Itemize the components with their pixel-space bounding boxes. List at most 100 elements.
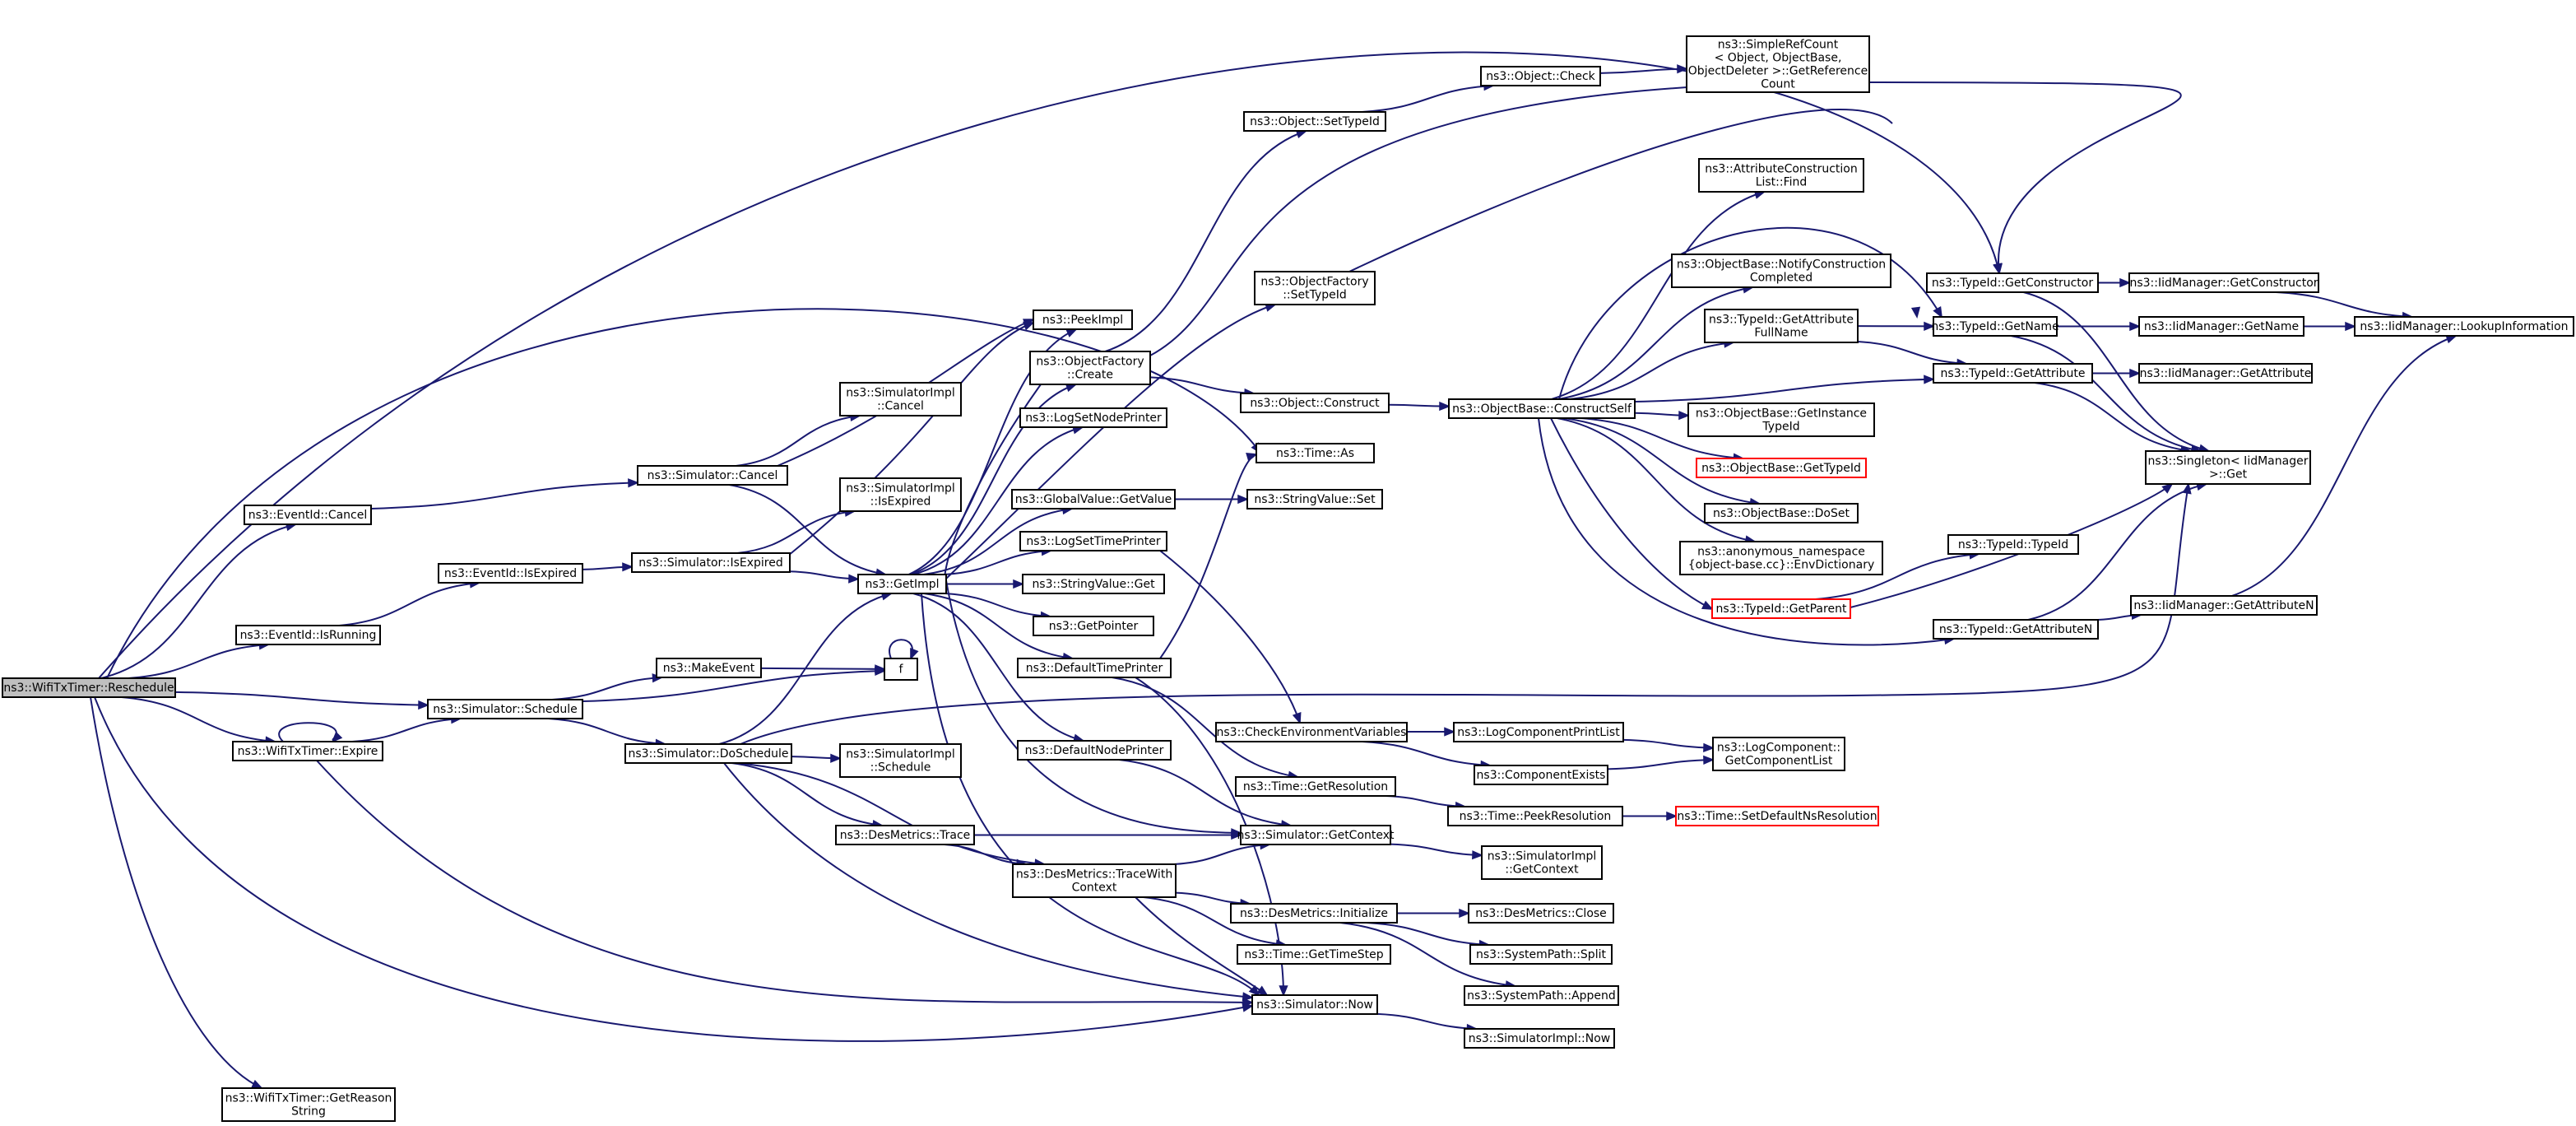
edge-reschedule-to-sim_schedule [174, 691, 429, 710]
node-sim_now[interactable]: ns3::Simulator::Now [1251, 994, 1378, 1015]
node-desmetrics_initialize[interactable]: ns3::DesMetrics::Initialize [1230, 903, 1398, 924]
node-iidmanager_getname[interactable]: ns3::IidManager::GetName [2138, 316, 2304, 337]
node-simimpl_getcontext[interactable]: ns3::SimulatorImpl::GetContext [1481, 845, 1603, 880]
node-objbase_constructself[interactable]: ns3::ObjectBase::ConstructSelf [1448, 398, 1636, 419]
node-label: ns3::LogComponent:: [1717, 741, 1840, 754]
node-makeevent[interactable]: ns3::MakeEvent [656, 658, 762, 678]
node-logsetnodeprinter[interactable]: ns3::LogSetNodePrinter [1019, 407, 1167, 428]
node-box [1926, 272, 2099, 293]
node-simimpl_now[interactable]: ns3::SimulatorImpl::Now [1464, 1028, 1615, 1049]
node-eventid_isexpired[interactable]: ns3::EventId::IsExpired [438, 563, 583, 584]
edge-line [789, 570, 859, 580]
node-sim_doschedule[interactable]: ns3::Simulator::DoSchedule [624, 743, 792, 764]
node-desmetrics_trace[interactable]: ns3::DesMetrics::Trace [835, 825, 975, 845]
edge-arrowhead [1256, 985, 1269, 997]
node-typeid_getconstructor[interactable]: ns3::TypeId::GetConstructor [1926, 272, 2099, 293]
node-box [1033, 309, 1133, 330]
edge-arrowhead [1933, 306, 1942, 319]
node-object_settypeid[interactable]: ns3::Object::SetTypeId [1243, 111, 1386, 132]
edge-arrowhead [830, 753, 842, 763]
node-simplerefcount_getrefcount[interactable]: ns3::SimpleRefCount< Object, ObjectBase,… [1686, 35, 1870, 93]
edge-desmetrics_trace-to-sim_getcontext [974, 830, 1242, 840]
node-typeid_getattribute[interactable]: ns3::TypeId::GetAttribute [1933, 363, 2093, 384]
node-systempath_append[interactable]: ns3::SystemPath::Append [1464, 985, 1619, 1006]
node-logcomponentprintlist[interactable]: ns3::LogComponentPrintList [1453, 722, 1624, 742]
node-objbase_notifyconstructioncompleted[interactable]: ns3::ObjectBase::NotifyConstructionCompl… [1671, 254, 1891, 288]
node-time_peekresolution[interactable]: ns3::Time::PeekResolution [1447, 806, 1623, 826]
node-stringvalue_set[interactable]: ns3::StringValue::Set [1246, 489, 1383, 509]
node-box [1254, 271, 1376, 305]
node-label: ns3::ObjectBase::GetTypeId [1701, 462, 1861, 475]
node-label: ns3::GetImpl [865, 578, 939, 591]
node-sim_schedule[interactable]: ns3::Simulator::Schedule [427, 699, 583, 719]
node-defaultnodeprinter[interactable]: ns3::DefaultNodePrinter [1017, 740, 1172, 761]
node-objbase_gettypeid[interactable]: ns3::ObjectBase::GetTypeId [1696, 458, 1867, 478]
node-time_getresolution[interactable]: ns3::Time::GetResolution [1235, 776, 1396, 797]
node-desmetrics_close[interactable]: ns3::DesMetrics::Close [1468, 903, 1614, 924]
node-objfactory_settypeid[interactable]: ns3::ObjectFactory::SetTypeId [1254, 271, 1376, 305]
node-label: ns3::Time::As [1276, 447, 1354, 460]
node-checkenvvars[interactable]: ns3::CheckEnvironmentVariables [1215, 722, 1408, 742]
node-typeid_getname[interactable]: ns3::TypeId::GetName [1931, 316, 2059, 337]
node-sim_cancel[interactable]: ns3::Simulator::Cancel [637, 465, 788, 486]
node-anon_envdictionary[interactable]: ns3::anonymous_namespace{object-base.cc}… [1679, 541, 1883, 575]
edge-line [278, 722, 337, 742]
edge-line [1135, 896, 1268, 996]
node-logsettimeprinter[interactable]: ns3::LogSetTimePrinter [1019, 531, 1167, 551]
node-singleton_iidmanager_get[interactable]: ns3::Singleton< IidManager>::Get [2145, 450, 2311, 485]
node-time_gettimestep[interactable]: ns3::Time::GetTimeStep [1237, 944, 1391, 965]
node-getimpl[interactable]: ns3::GetImpl [857, 574, 947, 594]
edge-sim_schedule-to-makeevent [551, 673, 664, 700]
node-sim_isexpired[interactable]: ns3::Simulator::IsExpired [631, 552, 791, 573]
node-label: ns3::SimulatorImpl [846, 747, 955, 761]
edge-arrowhead [628, 478, 639, 488]
edge-arrowhead [622, 562, 634, 572]
node-objbase_doset[interactable]: ns3::ObjectBase::DoSet [1704, 503, 1859, 523]
node-objfactory_create[interactable]: ns3::ObjectFactory::Create [1029, 351, 1151, 385]
node-globalvalue_getvalue[interactable]: ns3::GlobalValue::GetValue [1011, 489, 1176, 509]
node-reschedule[interactable]: ns3::WifiTxTimer::Reschedule [2, 677, 176, 698]
node-sim_getcontext[interactable]: ns3::Simulator::GetContext [1237, 825, 1395, 845]
node-iidmanager_lookupinformation[interactable]: ns3::IidManager::LookupInformation [2354, 316, 2574, 337]
edge-line [1815, 553, 1980, 600]
node-stringvalue_get[interactable]: ns3::StringValue::Get [1022, 574, 1165, 594]
edge-arrowhead [910, 648, 919, 660]
edge-line [1622, 738, 1714, 749]
node-box [1012, 863, 1177, 898]
edge-sim_getcontext-to-simimpl_getcontext [1390, 843, 1483, 860]
edge-arrowhead [1444, 727, 1455, 737]
node-peekimpl[interactable]: ns3::PeekImpl [1033, 309, 1133, 330]
node-wifitxtimer_expire[interactable]: ns3::WifiTxTimer::Expire [232, 741, 383, 761]
edge-line [316, 760, 1253, 1003]
node-eventid_cancel[interactable]: ns3::EventId::Cancel [244, 505, 372, 525]
node-iidmanager_getattributen[interactable]: ns3::IidManager::GetAttributeN [2130, 595, 2318, 616]
edge-line [923, 508, 1073, 575]
node-box [1687, 402, 1875, 437]
node-time_setdefaultnsresolution[interactable]: ns3::Time::SetDefaultNsResolution [1675, 806, 1879, 826]
node-simimpl_schedule[interactable]: ns3::SimulatorImpl::Schedule [839, 743, 962, 778]
node-f[interactable]: f [884, 658, 918, 681]
edge-arrowhead [2129, 368, 2141, 379]
node-defaulttimeprinter[interactable]: ns3::DefaultTimePrinter [1017, 658, 1172, 678]
node-iidmanager_getconstructor[interactable]: ns3::IidManager::GetConstructor [2128, 272, 2319, 293]
node-systempath_split[interactable]: ns3::SystemPath::Split [1469, 944, 1613, 965]
node-typeid_typeid[interactable]: ns3::TypeId::TypeId [1947, 534, 2079, 555]
node-typeid_getparent[interactable]: ns3::TypeId::GetParent [1711, 598, 1851, 619]
node-time_as[interactable]: ns3::Time::As [1256, 443, 1375, 463]
node-iidmanager_getattribute[interactable]: ns3::IidManager::GetAttribute [2138, 363, 2313, 384]
node-box [1246, 489, 1383, 509]
node-simimpl_cancel[interactable]: ns3::SimulatorImpl::Cancel [839, 382, 962, 416]
node-object_construct[interactable]: ns3::Object::Construct [1240, 393, 1390, 413]
node-eventid_isrunning[interactable]: ns3::EventId::IsRunning [235, 625, 381, 645]
node-object_check[interactable]: ns3::Object::Check [1480, 66, 1601, 86]
node-componentexists[interactable]: ns3::ComponentExists [1474, 765, 1608, 785]
node-logcomponent_getcomponentlist[interactable]: ns3::LogComponent::GetComponentList [1712, 737, 1845, 771]
node-getpointer[interactable]: ns3::GetPointer [1033, 616, 1154, 636]
node-typeid_getattributen[interactable]: ns3::TypeId::GetAttributeN [1933, 619, 2099, 640]
node-simimpl_isexpired[interactable]: ns3::SimulatorImpl::IsExpired [839, 477, 962, 512]
